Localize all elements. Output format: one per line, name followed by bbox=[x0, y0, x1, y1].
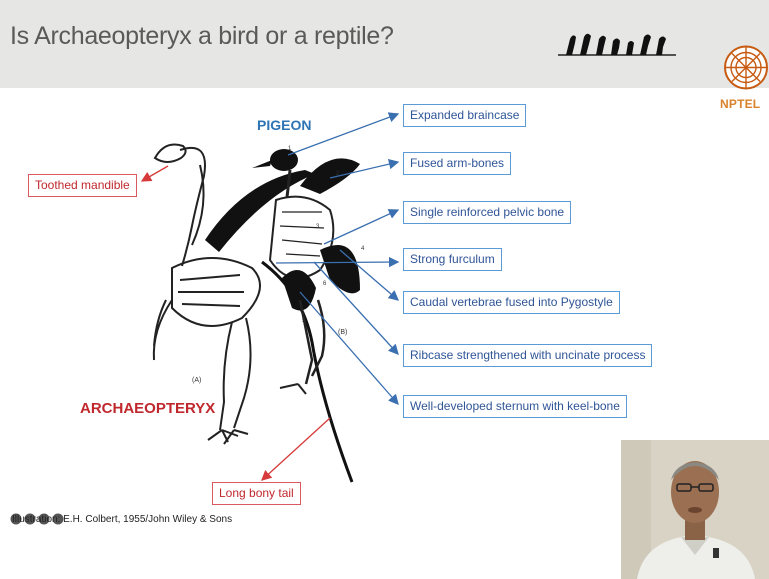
callout-toothed-mandible: Toothed mandible bbox=[28, 174, 137, 197]
callout-ribcase: Ribcase strengthened with uncinate proce… bbox=[403, 344, 652, 367]
archaeopteryx-label: ARCHAEOPTERYX bbox=[80, 400, 215, 417]
callout-pelvic-bone: Single reinforced pelvic bone bbox=[403, 201, 571, 224]
presenter-webcam-video bbox=[621, 440, 769, 579]
figure-letter-b: (B) bbox=[338, 329, 347, 336]
callout-fused-arm-bones: Fused arm-bones bbox=[403, 152, 511, 175]
callout-furculum: Strong furculum bbox=[403, 248, 502, 271]
bone-number-6: 6 bbox=[323, 281, 327, 287]
figure-letter-a: (A) bbox=[192, 377, 201, 384]
callout-long-bony-tail: Long bony tail bbox=[212, 482, 301, 505]
bone-number-4: 4 bbox=[361, 246, 365, 252]
callout-pygostyle: Caudal vertebrae fused into Pygostyle bbox=[403, 291, 620, 314]
pigeon-label: PIGEON bbox=[257, 117, 311, 133]
callout-sternum: Well-developed sternum with keel-bone bbox=[403, 395, 627, 418]
image-credit: Illustration: E.H. Colbert, 1955/John Wi… bbox=[12, 514, 232, 525]
callout-expanded-braincase: Expanded braincase bbox=[403, 104, 526, 127]
